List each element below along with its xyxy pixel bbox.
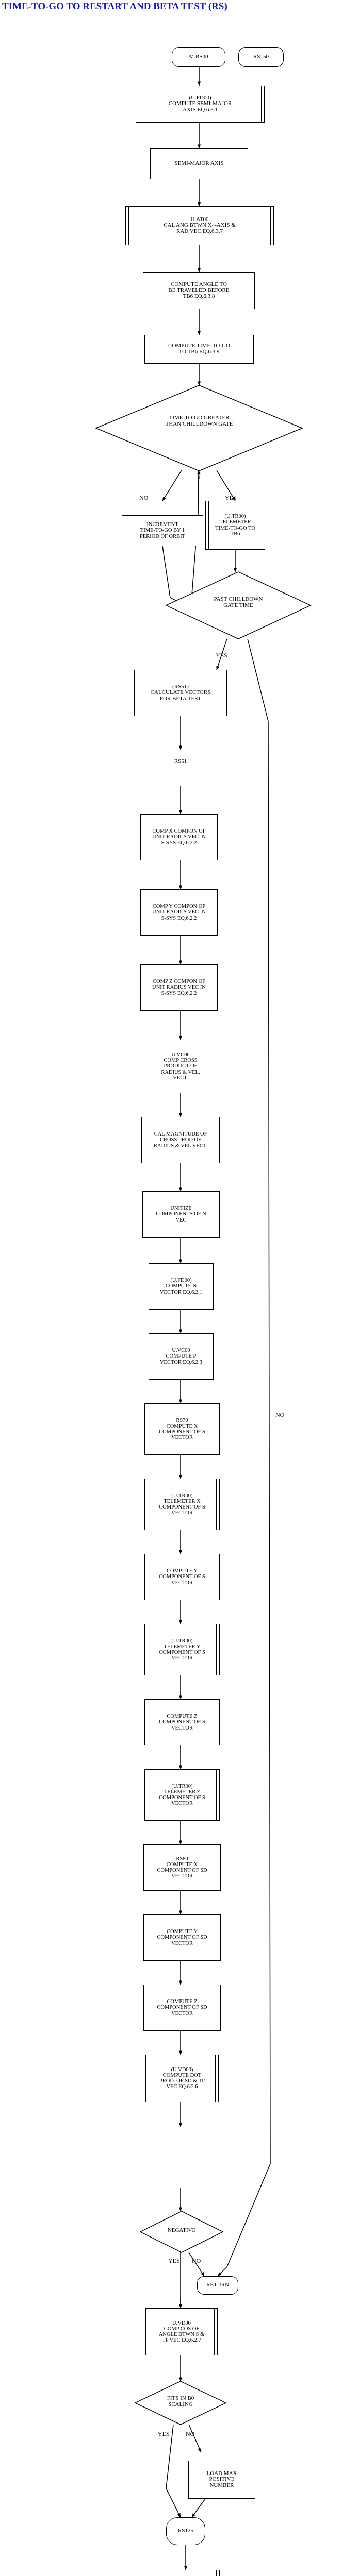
process-rs51[interactable]: RS51 <box>162 750 199 774</box>
process-compute-z-component-sd[interactable]: COMPUTE Z COMPONENT OF SD VECTOR <box>143 1985 221 2031</box>
subroutine-telemeter-time-to-go[interactable]: (U.TR00) TELEMETER TIME-TO-GO TO TB6 <box>205 501 265 550</box>
page-title: TIME-TO-GO TO RESTART AND BETA TEST (RS) <box>2 1 227 12</box>
process-compute-z-component-s[interactable]: COMPUTE Z COMPONENT OF S VECTOR <box>144 1699 220 1745</box>
decision-negative[interactable]: NEGATIVE <box>139 2211 224 2253</box>
edge-label-yes-negative: YES <box>168 2257 180 2264</box>
subroutine-compute-semi-major-axis[interactable]: (U.FD00) COMPUTE SEMI-MAJOR AXIS EQ.6.3.… <box>136 86 265 123</box>
subroutine-telemeter-y-component-s[interactable]: (U.TR00) TELEMETER Y COMPONENT OF S VECT… <box>144 1624 220 1675</box>
process-rs70-compute-x-component-s[interactable]: RS70 COMPUTE X COMPONENT OF S VECTOR <box>144 1403 220 1455</box>
process-rs80-compute-x-component-sd[interactable]: RS80 COMPUTE X COMPONENT OF SD VECTOR <box>143 1844 221 1891</box>
decision-past-chilldown-gate-time[interactable]: PAST CHILLDOWN GATE TIME <box>165 571 312 639</box>
process-comp-y-compon-unit-radius[interactable]: COMP Y COMPON OF UNIT RADIUS VEC IN S-SY… <box>140 889 218 936</box>
subroutine-compute-n-vector[interactable]: (U.FD00) COMPUTE N VECTOR EQ.6.2.1 <box>149 1263 214 1310</box>
subroutine-comp-cross-product[interactable]: U.VC00 COMP CROSS PRODUCT OF RADIUS & VE… <box>151 1040 210 1093</box>
process-compute-time-to-go-tb6[interactable]: COMPUTE TIME-TO-GO TO TB6 EQ.6.3.9 <box>144 335 254 364</box>
process-semi-major-axis[interactable]: SEMI-MAJOR AXIS <box>150 148 248 179</box>
process-increment-time-to-go[interactable]: INCREMENT TIME-TO-GO BY 1 PERIOD OF ORBI… <box>122 515 203 546</box>
terminator-return-negative[interactable]: RETURN <box>197 2276 238 2295</box>
edge-label-yes-chilldown: YES <box>225 494 237 501</box>
subroutine-compute-p-vector[interactable]: U.VC00 COMPUTE P VECTOR EQ.6.2.3 <box>149 1333 214 1380</box>
edge-label-no-b0: NO <box>186 2430 195 2437</box>
process-load-max-positive-number[interactable]: LOAD MAX POSITIVE NUMBER <box>188 2461 255 2499</box>
edge-label-yes-b0: YES <box>158 2430 170 2437</box>
process-unitize-components-n-vec[interactable]: UNITIZE COMPONENTS OF N VEC <box>142 1191 220 1238</box>
process-calculate-vectors-for-beta-test[interactable]: (RS51) CALCULATE VECTORS FOR BETA TEST <box>134 670 227 716</box>
process-compute-y-component-sd[interactable]: COMPUTE Y COMPONENT OF SD VECTOR <box>143 1914 221 1961</box>
process-cal-magnitude-cross-prod[interactable]: CAL MAGNITUDE OF CROSS PROD OF RADIUS & … <box>141 1117 220 1163</box>
process-compute-angle-before-tb6[interactable]: COMPUTE ANGLE TO BE TRAVELED BEFORE TB6 … <box>143 272 255 309</box>
subroutine-telemeter-x-component-s[interactable]: (U.TR00) TELEMETER X COMPONENT OF S VECT… <box>144 1479 220 1530</box>
subroutine-telemeter-z-component-s[interactable]: (U.TR00) TELEMETER Z COMPONENT OF S VECT… <box>144 1769 220 1821</box>
edge-label-no-right-branch: NO <box>275 1411 285 1418</box>
subroutine-comp-sin-angle-btwn-s-tp[interactable]: U.SR00 COMP SIN OF ANGLE BTWN S & TP VEC… <box>152 2570 220 2576</box>
terminator-rs125[interactable]: RS125 <box>166 2517 205 2545</box>
edge-label-no-chilldown: NO <box>139 494 149 501</box>
terminator-m-rs00[interactable]: M.RS00 <box>172 47 225 67</box>
decision-fits-in-b0-scaling[interactable]: FITS IN B0 SCALING <box>134 2381 227 2425</box>
process-comp-z-compon-unit-radius[interactable]: COMP Z COMPON OF UNIT RADIUS VEC IN S-SY… <box>140 964 218 1011</box>
subroutine-compute-dot-prod-sd-tp[interactable]: (U.VD00) COMPUTE DOT PROD. OF SD & TP VE… <box>145 2055 219 2102</box>
subroutine-comp-cos-angle-btwn-s-tp[interactable]: U.VD00 COMP COS OF ANGLE BTWN S & TP VEC… <box>145 2308 218 2355</box>
subroutine-cal-ang-btwn-x4-axis[interactable]: U.AT00 CAL ANG BTWN X4-AXIS & RAD VEC EQ… <box>125 206 274 245</box>
process-compute-y-component-s[interactable]: COMPUTE Y COMPONENT OF S VECTOR <box>144 1554 220 1600</box>
decision-time-to-go-greater-than-chilldown-gate[interactable]: TIME-TO-GO GREATER THAN CHILLDOWN GATE <box>95 385 303 471</box>
edge-label-no-negative: NO <box>192 2257 201 2264</box>
terminator-rs150[interactable]: RS150 <box>238 47 284 67</box>
edge-label-yes-past-chilldown: YES <box>216 652 227 659</box>
process-comp-x-compon-unit-radius[interactable]: COMP X COMPON OF UNIT RADIUS VEC IN S-SY… <box>140 814 218 860</box>
